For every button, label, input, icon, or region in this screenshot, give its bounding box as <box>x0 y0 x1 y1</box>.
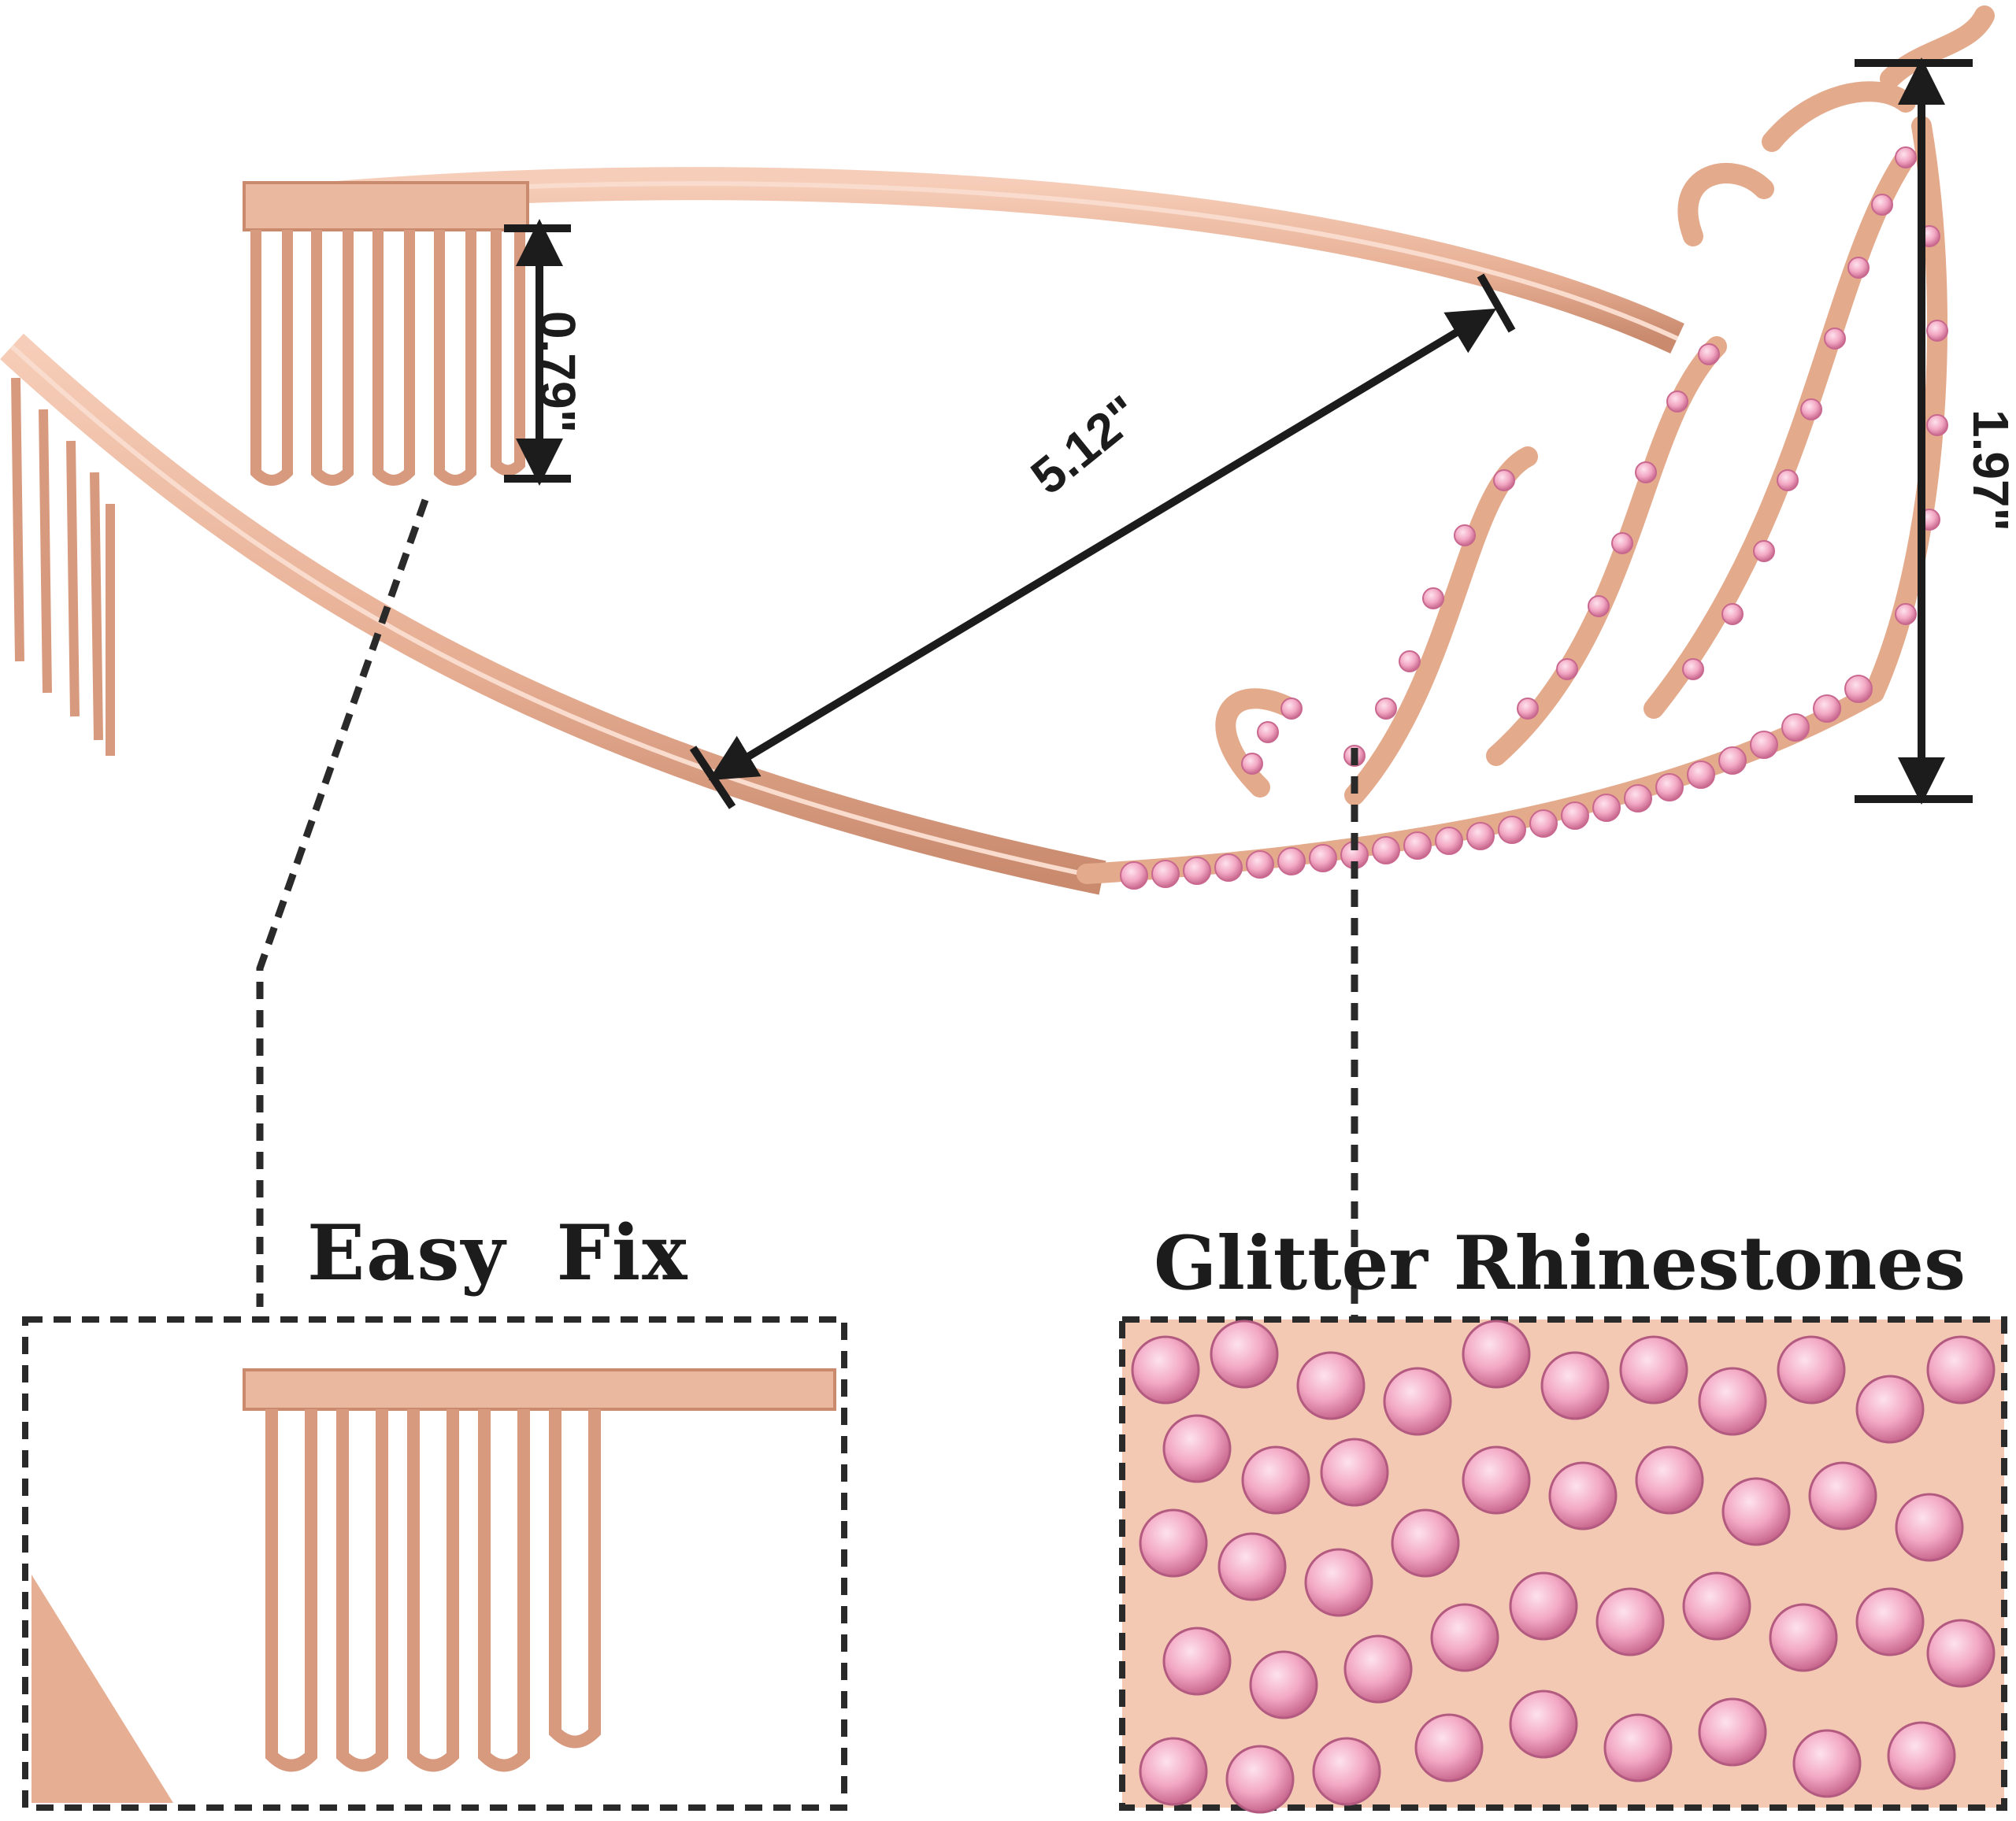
glitter-rhinestones-caption: Glitter Rhinestones <box>1154 1220 1966 1307</box>
comb-upper <box>243 181 529 486</box>
comb-height-dimension-label: 0.79" <box>529 311 586 433</box>
width-arrow <box>708 308 1497 781</box>
comb-lower <box>11 377 115 756</box>
leader-lines <box>256 498 1358 1331</box>
crown-frame <box>1077 6 1995 884</box>
dimension-arrows <box>504 57 1973 809</box>
easy-fix-caption: Easy Fix <box>307 1208 689 1297</box>
tiara-band-front <box>0 333 1106 895</box>
easy-fix-detail <box>22 1316 847 1811</box>
glitter-rhinestones-detail <box>1119 1316 2007 1814</box>
crown-height-dimension-label: 1.97" <box>1962 409 2016 531</box>
